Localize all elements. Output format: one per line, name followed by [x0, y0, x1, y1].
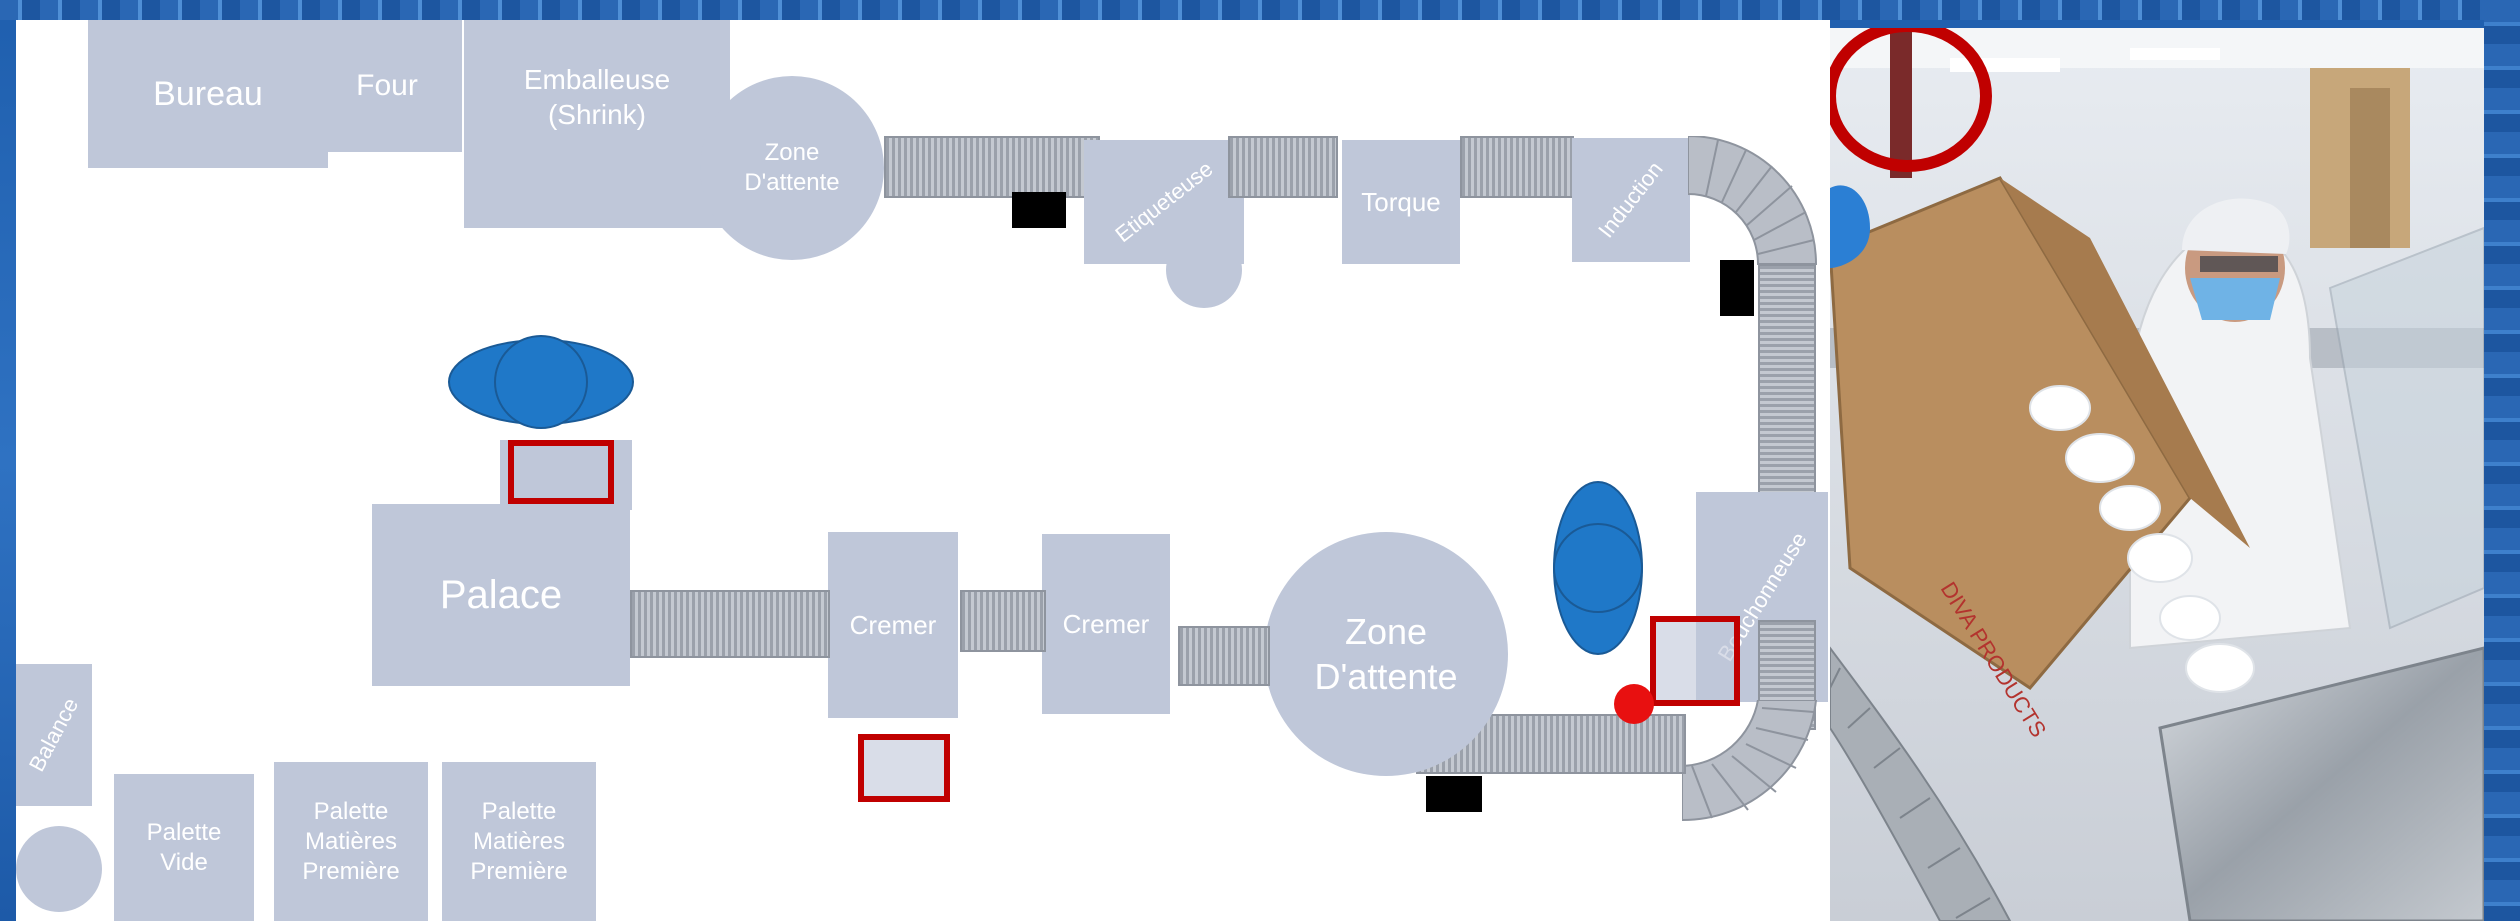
palette-mp1-label-line1: Palette	[313, 797, 389, 825]
emballeuse-label-line2: (Shrink)	[547, 99, 646, 130]
operator-photo: DIVA PRODUCTS	[1830, 28, 2484, 921]
palette-vide-label-line1: Palette	[146, 818, 222, 846]
highlight-circle	[1830, 28, 1992, 172]
palette-vide-station: Palette Vide	[114, 774, 254, 921]
conveyor-top-1	[884, 136, 1100, 198]
palette-matieres-station-1: Palette Matières Première	[274, 762, 428, 921]
operator-marker-bouchonneuse	[1553, 481, 1643, 655]
right-decorative-band	[2484, 0, 2520, 921]
cremer-station-1: Cremer	[828, 532, 958, 718]
etiqueteuse-roll	[1166, 232, 1242, 308]
highlight-box-cremer	[858, 734, 950, 802]
conveyor-top-2	[1228, 136, 1338, 198]
palace-station: Palace	[372, 504, 630, 686]
highlight-box-palace	[508, 440, 614, 504]
induction-station: Induction	[1572, 138, 1690, 262]
balance-label: Balance	[24, 693, 84, 776]
emballeuse-label-line1: Emballeuse	[523, 64, 671, 95]
induction-label: Induction	[1593, 156, 1669, 243]
zone-bottom-label-line2: D'attente	[1314, 656, 1458, 697]
palette-mp2-label-line3: Première	[470, 857, 568, 885]
conveyor-mid-3	[1178, 626, 1270, 686]
conveyor-right-vertical	[1758, 264, 1816, 522]
sensor-block-top	[1012, 192, 1066, 228]
zone-attente-bottom: Zone D'attente	[1264, 532, 1508, 776]
sensor-block-right	[1720, 260, 1754, 316]
conveyor-mid-1	[630, 590, 830, 658]
bureau-label: Bureau	[153, 74, 263, 113]
operator-marker-palace	[448, 335, 634, 429]
zone-attente-top: Zone D'attente	[700, 76, 884, 260]
palette-mp1-label-line3: Première	[302, 857, 400, 885]
conveyor-mid-2	[960, 590, 1046, 652]
palette-mp1-label-line2: Matières	[304, 827, 398, 855]
palette-mp2-label-line2: Matières	[472, 827, 566, 855]
palace-label: Palace	[439, 573, 563, 617]
conveyor-curve-bottom-right	[1682, 700, 1818, 822]
conveyor-curve-top-right	[1688, 136, 1818, 265]
four-station: Four	[312, 20, 462, 152]
palette-vide-label-line2: Vide	[160, 848, 208, 876]
zone-top-label-line1: Zone	[764, 139, 820, 166]
cremer-2-label: Cremer	[1062, 608, 1150, 639]
balance-station: Balance	[16, 664, 92, 806]
cremer-1-label: Cremer	[849, 609, 937, 640]
four-label: Four	[356, 69, 418, 103]
palette-mp2-label-line1: Palette	[481, 797, 557, 825]
position-dot	[1614, 684, 1654, 724]
operator-photo-illustration: DIVA PRODUCTS	[1830, 28, 2484, 921]
cremer-station-2: Cremer	[1042, 534, 1170, 714]
balance-circle	[16, 826, 102, 912]
torque-station: Torque	[1342, 140, 1460, 264]
highlight-box-bouchonneuse	[1650, 616, 1740, 706]
palette-matieres-station-2: Palette Matières Première	[442, 762, 596, 921]
floor-plan: Bureau Four Emballeuse (Shrink) Zone D'a…	[16, 20, 1830, 921]
zone-top-label-line2: D'attente	[744, 169, 840, 196]
torque-label: Torque	[1361, 186, 1441, 217]
top-decorative-band	[0, 0, 2520, 20]
bureau-station: Bureau	[88, 20, 328, 168]
sensor-block-bottom	[1426, 776, 1482, 812]
conveyor-top-3	[1460, 136, 1574, 198]
emballeuse-station: Emballeuse (Shrink)	[464, 20, 730, 228]
zone-bottom-label-line1: Zone	[1344, 611, 1428, 652]
